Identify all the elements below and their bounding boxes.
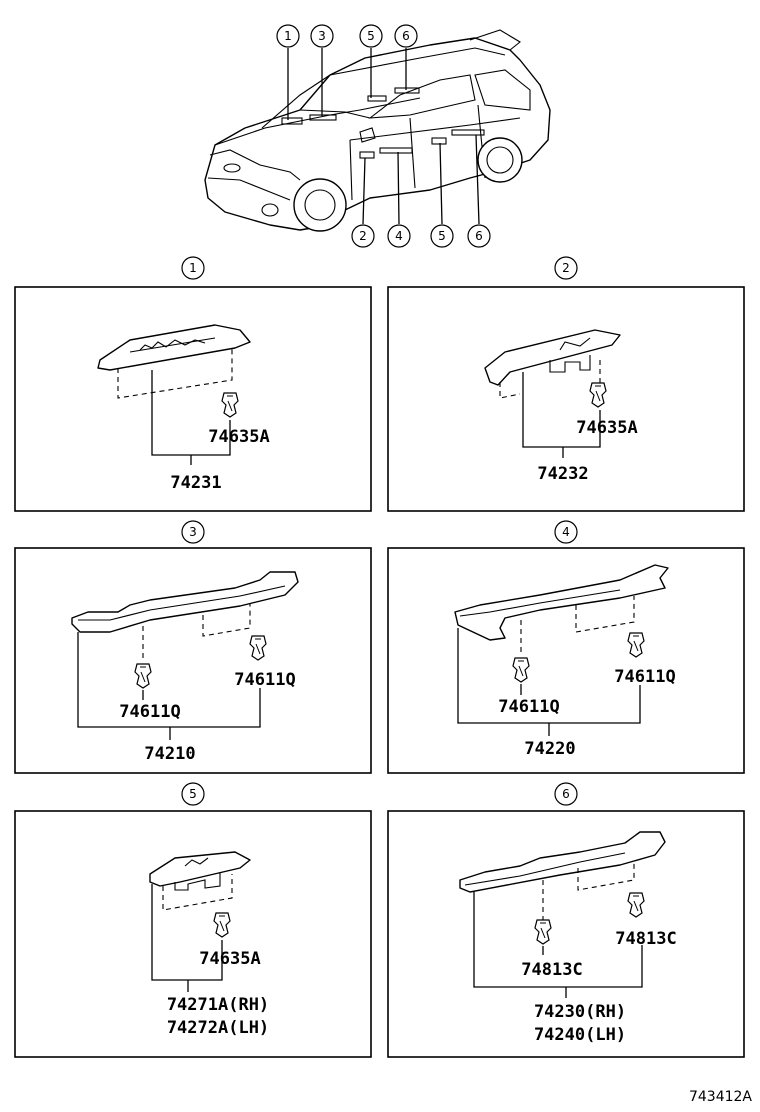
switch-base-part	[149, 851, 251, 891]
detail-panel-5: 5 74635A 74271A(RH) 74272A(LH)	[14, 782, 372, 1058]
part-number-label: 74220	[524, 739, 575, 759]
clip-number-label-left: 74813C	[521, 960, 582, 980]
clip-number-label: 74635A	[208, 427, 269, 447]
callout-5-bottom: 5	[430, 224, 454, 248]
detail-panel-2: 2 74635A 74232	[387, 256, 745, 512]
panel-1-number: 1	[189, 261, 197, 275]
callout-1-top: 1	[276, 24, 300, 48]
detail-panel-4: 4 74611Q 74611Q 74220	[387, 520, 745, 774]
vehicle-overview: 1 3 5 6 2 4 5 6	[204, 24, 551, 248]
detail-panel-3: 3 74611Q 74611Q 74210	[14, 520, 372, 774]
part-number-label: 74232	[537, 464, 588, 484]
part-number-label-lh: 74240(LH)	[534, 1025, 626, 1045]
panel-6-marker	[554, 782, 578, 806]
part-number-label-rh: 74230(RH)	[534, 1002, 626, 1022]
panel-4-number: 4	[562, 525, 570, 539]
svg-text:5: 5	[438, 229, 446, 243]
callout-2-bottom: 2	[351, 224, 375, 248]
panel-5-number: 5	[189, 787, 197, 801]
panel-6-number: 6	[562, 787, 570, 801]
svg-text:5: 5	[367, 29, 375, 43]
part-number-label: 74231	[170, 473, 221, 493]
callout-5-top: 5	[359, 24, 383, 48]
switch-base-part	[97, 324, 251, 371]
clip-number-label-left: 74611Q	[498, 697, 559, 717]
svg-text:6: 6	[475, 229, 483, 243]
svg-text:1: 1	[284, 29, 292, 43]
callout-6-bottom: 6	[467, 224, 491, 248]
figure-id: 743412A	[689, 1089, 752, 1105]
detail-panel-6: 6 74813C 74813C 74230(RH) 74240(LH)	[387, 782, 745, 1058]
garnish-part	[459, 831, 666, 893]
panel-2-marker	[554, 256, 578, 280]
callout-3-top: 3	[310, 24, 334, 48]
panel-1-marker	[181, 256, 205, 280]
panel-3-marker	[181, 520, 205, 544]
callout-6-top: 6	[394, 24, 418, 48]
svg-text:6: 6	[402, 29, 410, 43]
detail-panel-1: 1 74635A 74231	[14, 256, 372, 512]
clip-number-label-right: 74611Q	[234, 670, 295, 690]
clip-number-label: 74635A	[199, 949, 260, 969]
part-number-label-lh: 74272A(LH)	[167, 1018, 269, 1038]
panel-4-marker	[554, 520, 578, 544]
svg-text:2: 2	[359, 229, 367, 243]
garnish-part	[71, 571, 299, 633]
panel-2-number: 2	[562, 261, 570, 275]
svg-text:3: 3	[318, 29, 326, 43]
callout-4-bottom: 4	[387, 224, 411, 248]
clip-number-label-right: 74611Q	[614, 667, 675, 687]
clip-number-label: 74635A	[576, 418, 637, 438]
part-number-label: 74210	[144, 744, 195, 764]
panel-3-number: 3	[189, 525, 197, 539]
clip-number-label-right: 74813C	[615, 929, 676, 949]
svg-text:4: 4	[395, 229, 403, 243]
garnish-part	[454, 564, 669, 641]
panel-5-marker	[181, 782, 205, 806]
car-illustration	[204, 29, 551, 232]
switch-base-part	[484, 329, 621, 386]
part-number-label-rh: 74271A(RH)	[167, 995, 269, 1015]
clip-number-label-left: 74611Q	[119, 702, 180, 722]
